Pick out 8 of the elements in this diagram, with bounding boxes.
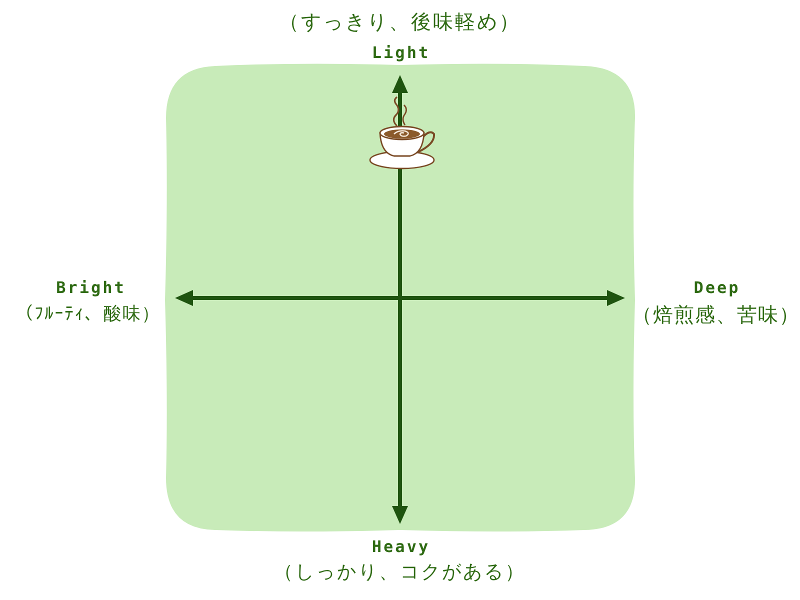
axis-note: （すっきり、後味軽め） [279,10,521,34]
axis-note: （ﾌﾙｰﾃｨ、酸味） [16,304,160,326]
axis-note: （焙煎感、苦味） [632,304,800,326]
axis-note: （しっかり、コクがある） [274,562,526,584]
axis-label: Deep [694,278,740,298]
axis-label: Bright [56,278,126,298]
axis-label: Heavy [372,538,430,556]
axis-label: Light [372,44,430,62]
